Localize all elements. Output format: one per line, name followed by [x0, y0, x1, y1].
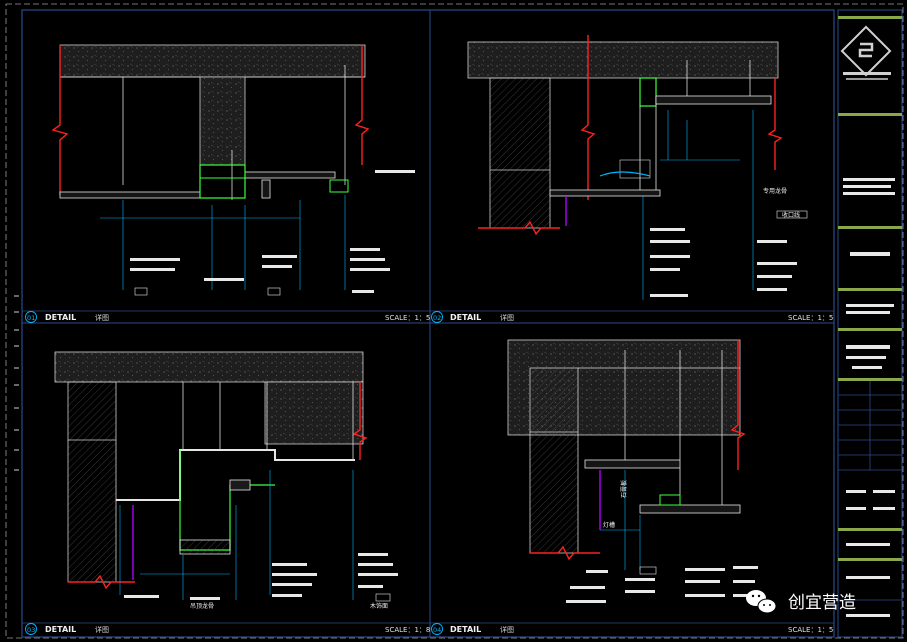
panel-02-title: DETAIL — [450, 313, 481, 322]
p2-annotation-a: 专用龙骨 — [763, 187, 787, 195]
panel-04-title: DETAIL — [450, 625, 481, 634]
panel-01-number: 01 — [27, 314, 35, 322]
panel-03-scale: SCALE：1：8 — [385, 626, 430, 634]
panel-04-footer — [430, 622, 834, 635]
panel-02-drawing — [467, 35, 808, 300]
panel-01-scale: SCALE：1：5 — [385, 314, 430, 322]
wechat-watermark: 创宜营造 — [746, 590, 856, 614]
panel-04-drawing — [507, 339, 758, 603]
panel-03-subtitle: 详图 — [95, 625, 109, 634]
outer-dashed-frame — [5, 3, 904, 639]
panel-01-footer — [22, 310, 430, 323]
p3-annotation-b: 木饰面 — [370, 602, 388, 610]
panel-03-number: 03 — [27, 626, 35, 634]
wechat-icon — [746, 590, 777, 614]
panel-01-drawing — [51, 44, 415, 296]
left-edge-ticks — [14, 295, 19, 471]
panel-02-footer — [430, 310, 834, 323]
panel-02-scale: SCALE：1：5 — [788, 314, 833, 322]
watermark-text: 创宜营造 — [788, 593, 856, 613]
title-block — [837, 9, 903, 638]
p4-annotation-a: 灯槽 — [603, 521, 615, 529]
panel-03-drawing — [54, 351, 398, 602]
p4-annotation-b: 石膏板 — [620, 480, 628, 498]
panel-02-subtitle: 详图 — [500, 313, 514, 322]
p3-annotation-a: 吊顶龙骨 — [190, 602, 214, 610]
panel-01-subtitle: 详图 — [95, 313, 109, 322]
panel-01-title: DETAIL — [45, 313, 76, 322]
panel-04-number: 04 — [433, 626, 441, 634]
panel-03-footer — [22, 622, 430, 635]
company-logo-icon — [840, 25, 892, 80]
panel-03-title: DETAIL — [45, 625, 76, 634]
p2-annotation-b: 收口线 — [782, 211, 800, 219]
panel-04-scale: SCALE：1：5 — [788, 626, 833, 634]
panel-04-subtitle: 详图 — [500, 625, 514, 634]
panel-02-number: 02 — [433, 314, 441, 322]
